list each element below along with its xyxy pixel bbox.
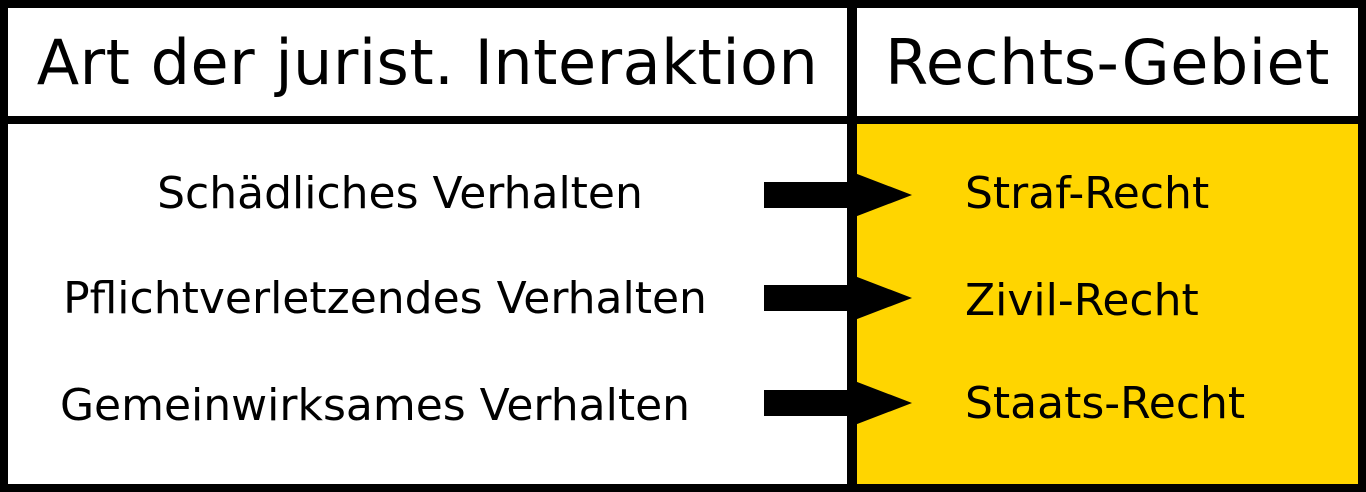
target-straf-recht: Straf-Recht xyxy=(965,168,1210,219)
legal-area-column xyxy=(857,124,1358,484)
source-gemeinwirksames-verhalten: Gemeinwirksames Verhalten xyxy=(59,380,691,431)
target-zivil-recht: Zivil-Recht xyxy=(965,275,1199,326)
target-staats-recht: Staats-Recht xyxy=(965,378,1246,429)
arrow-right-icon xyxy=(764,275,912,321)
source-schaedliches-verhalten: Schädliches Verhalten xyxy=(157,168,643,219)
arrow-right-icon xyxy=(764,172,912,218)
header-row xyxy=(8,8,1358,124)
column-divider xyxy=(847,0,857,492)
source-pflichtverletzendes-verhalten: Pflichtverletzendes Verhalten xyxy=(63,273,707,324)
header-legal-area: Rechts-Gebiet xyxy=(885,25,1330,99)
header-interaction-type: Art der jurist. Interaktion xyxy=(36,25,819,99)
arrow-right-icon xyxy=(764,380,912,426)
